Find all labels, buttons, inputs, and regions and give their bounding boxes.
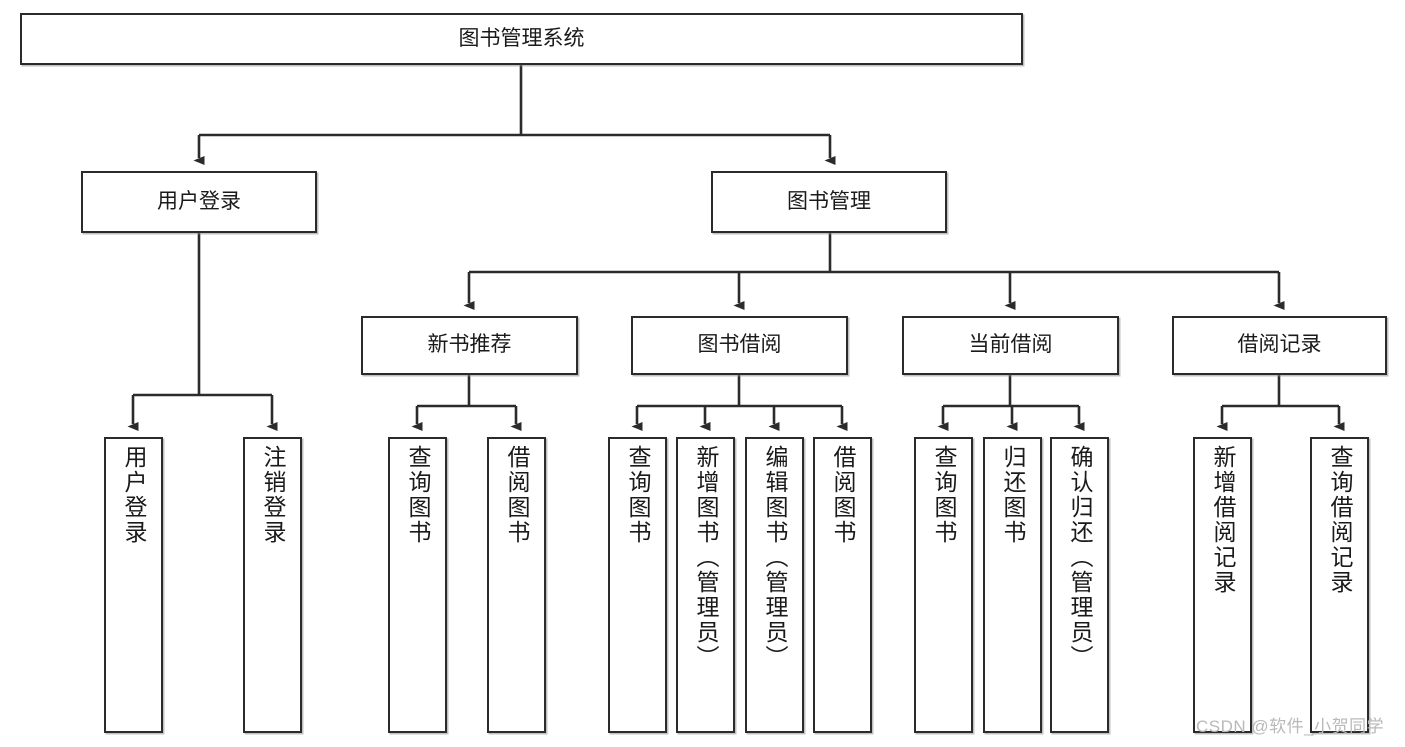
node-leaf-user-logout-label: 注销登录 [260, 445, 286, 545]
node-root[interactable]: 图书管理系统 [20, 13, 1023, 65]
node-book-manage[interactable]: 图书管理 [711, 171, 947, 233]
node-leaf-borrow-book-1[interactable]: 借阅图书 [487, 437, 546, 733]
node-leaf-query-record-label: 查询借阅记录 [1327, 445, 1353, 595]
node-leaf-return-book-label: 归还图书 [1000, 445, 1026, 545]
node-leaf-add-book[interactable]: 新增图书（管理员） [676, 437, 735, 733]
node-leaf-query-book-2-label: 查询图书 [625, 445, 651, 545]
node-leaf-borrow-book-2[interactable]: 借阅图书 [813, 437, 872, 733]
node-new-book-recommend[interactable]: 新书推荐 [361, 316, 578, 375]
node-book-borrow[interactable]: 图书借阅 [631, 316, 848, 375]
node-leaf-query-book-1-label: 查询图书 [405, 445, 431, 545]
node-book-manage-label: 图书管理 [787, 189, 871, 213]
node-leaf-borrow-book-1-label: 借阅图书 [504, 445, 530, 545]
node-leaf-query-book-2[interactable]: 查询图书 [608, 437, 667, 733]
node-leaf-confirm-return[interactable]: 确认归还（管理员） [1050, 437, 1109, 733]
node-leaf-query-book-3-label: 查询图书 [931, 445, 957, 545]
node-new-book-recommend-label: 新书推荐 [427, 333, 512, 357]
node-leaf-query-book-1[interactable]: 查询图书 [388, 437, 447, 733]
node-borrow-record[interactable]: 借阅记录 [1172, 316, 1387, 375]
node-root-label: 图书管理系统 [458, 26, 585, 50]
node-current-borrow[interactable]: 当前借阅 [902, 316, 1119, 375]
node-leaf-add-record-label: 新增借阅记录 [1210, 445, 1236, 595]
node-leaf-user-login[interactable]: 用户登录 [104, 437, 163, 733]
node-book-borrow-label: 图书借阅 [697, 333, 782, 357]
node-leaf-user-login-label: 用户登录 [121, 445, 147, 545]
node-leaf-user-logout[interactable]: 注销登录 [243, 437, 302, 733]
node-leaf-edit-book-label: 编辑图书（管理员） [762, 445, 788, 670]
node-leaf-edit-book[interactable]: 编辑图书（管理员） [745, 437, 804, 733]
node-current-borrow-label: 当前借阅 [968, 333, 1053, 357]
node-leaf-query-record[interactable]: 查询借阅记录 [1310, 437, 1369, 733]
node-user-login-label: 用户登录 [157, 189, 241, 213]
node-leaf-query-book-3[interactable]: 查询图书 [914, 437, 973, 733]
node-user-login[interactable]: 用户登录 [81, 171, 317, 233]
node-leaf-add-record[interactable]: 新增借阅记录 [1193, 437, 1252, 733]
node-leaf-borrow-book-2-label: 借阅图书 [830, 445, 856, 545]
node-leaf-return-book[interactable]: 归还图书 [983, 437, 1042, 733]
node-leaf-confirm-return-label: 确认归还（管理员） [1067, 445, 1093, 670]
node-leaf-add-book-label: 新增图书（管理员） [693, 445, 719, 670]
node-borrow-record-label: 借阅记录 [1237, 333, 1322, 357]
